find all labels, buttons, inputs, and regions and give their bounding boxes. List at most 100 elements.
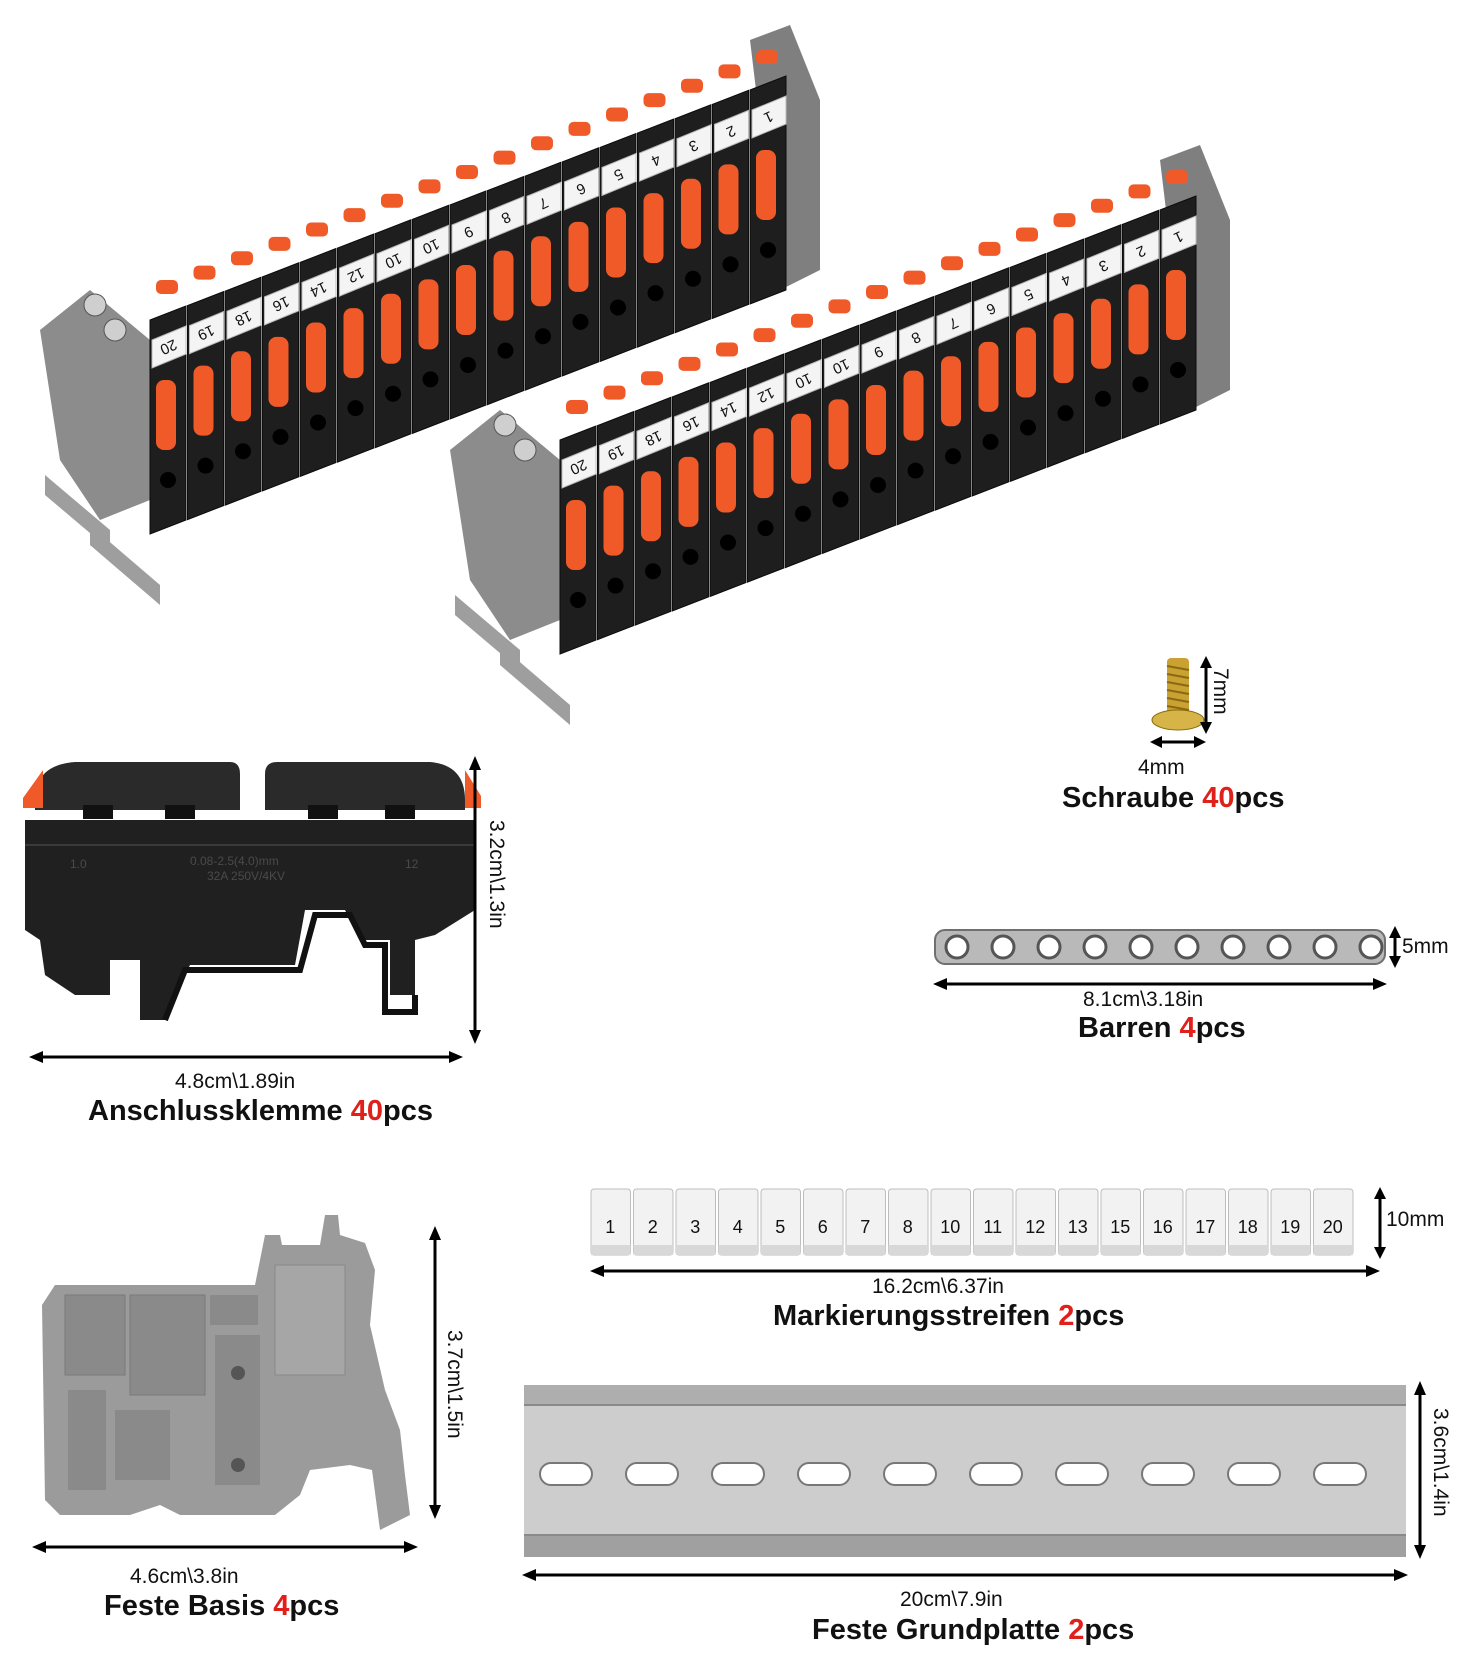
assembly-label: 7	[526, 181, 562, 225]
assembly-label: 19	[189, 310, 224, 355]
assembly-label: 18	[226, 296, 262, 340]
bar-name: Barren	[1078, 1012, 1180, 1044]
end-bracket-image	[32, 1215, 441, 1553]
marker-cell-label: 20	[1323, 1217, 1343, 1237]
svg-text:12: 12	[345, 264, 367, 286]
marker-cell-label: 2	[648, 1217, 658, 1237]
assembly-label: 4	[1049, 258, 1084, 302]
screw-width-label: 4mm	[1138, 756, 1185, 779]
assembly-label: 19	[599, 430, 634, 475]
terminal-mark-right: 12	[405, 857, 419, 871]
assembly-label: 3	[1086, 244, 1122, 288]
svg-text:16: 16	[680, 412, 702, 434]
bar-hole	[944, 934, 970, 960]
screw-name: Schraube	[1062, 782, 1203, 814]
rail-slot	[1227, 1462, 1281, 1486]
terminal-caption: Anschlussklemme 40pcs	[88, 1095, 433, 1128]
svg-text:14: 14	[307, 278, 329, 300]
assembly-label: 10	[786, 359, 822, 403]
assembly-label: 20	[151, 325, 187, 369]
din-rail-height-label: 3.6cm\1.4in	[1429, 1408, 1452, 1517]
assembly-label: 6	[974, 287, 1009, 331]
assembly-label: 7	[936, 301, 972, 345]
terminal-side-image: 1.0 12 0.08-2.5(4.0)mm 32A 250V/4KV	[23, 756, 481, 1063]
assembly-label: 8	[489, 195, 524, 240]
terminal-mark-left: 1.0	[70, 857, 87, 871]
bar-hole	[990, 934, 1016, 960]
terminal-width-label: 4.8cm\1.89in	[175, 1070, 296, 1093]
marker-cell-label: 7	[860, 1217, 870, 1237]
assembly-label: 16	[674, 402, 709, 446]
end-bracket-width-label: 4.6cm\3.8in	[130, 1565, 239, 1588]
marker-cell-label: 16	[1153, 1217, 1173, 1237]
terminal-spec-2: 32A 250V/4KV	[207, 869, 285, 883]
assembly-label: 10	[414, 224, 449, 269]
bar-hole	[1358, 934, 1384, 960]
assembly-label: 8	[899, 315, 934, 360]
svg-text:19: 19	[195, 321, 217, 343]
end-bracket-height-label: 3.7cm\1.5in	[443, 1330, 466, 1439]
screw-unit: pcs	[1234, 782, 1285, 814]
assembly-label: 4	[639, 138, 674, 182]
svg-text:10: 10	[830, 355, 852, 377]
rail-slot	[969, 1462, 1023, 1486]
rail-slot	[539, 1462, 593, 1486]
marker-cell-label: 13	[1068, 1217, 1088, 1237]
bar-hole	[1312, 934, 1338, 960]
marker-strip-caption: Markierungsstreifen 2pcs	[773, 1300, 1124, 1333]
screw-height-label: 7mm	[1209, 668, 1232, 715]
svg-text:12: 12	[755, 384, 777, 406]
din-rail-image	[522, 1381, 1426, 1581]
bar-caption: Barren 4pcs	[1078, 1012, 1246, 1045]
rail-slot	[797, 1462, 851, 1486]
rail-slot	[711, 1462, 765, 1486]
assembly-label: 2	[1124, 229, 1159, 274]
marker-cell-label: 18	[1238, 1217, 1258, 1237]
assembly-label: 12	[749, 373, 784, 417]
marker-strip-unit: pcs	[1074, 1300, 1125, 1332]
bar-hole	[1036, 934, 1062, 960]
assembly-label: 1	[1161, 215, 1197, 259]
terminal-height-label: 3.2cm\1.3in	[485, 820, 508, 929]
rail-slot	[625, 1462, 679, 1486]
bar-unit: pcs	[1195, 1012, 1246, 1044]
bar-height-label: 5mm	[1402, 935, 1449, 958]
marker-cell-label: 6	[818, 1217, 828, 1237]
rail-slot	[883, 1462, 937, 1486]
marker-cell-label: 5	[775, 1217, 785, 1237]
rail-slot	[1141, 1462, 1195, 1486]
marker-cell-label: 1	[605, 1217, 615, 1237]
assembly-label: 6	[564, 167, 599, 211]
bar-hole	[1082, 934, 1108, 960]
marker-strip-qty: 2	[1058, 1300, 1075, 1332]
marker-strip-name: Markierungsstreifen	[773, 1300, 1059, 1332]
bar-width-label: 8.1cm\3.18in	[1083, 988, 1204, 1011]
bar-hole	[1266, 934, 1292, 960]
marker-cell-label: 4	[733, 1217, 743, 1237]
svg-text:10: 10	[420, 235, 442, 257]
end-bracket-unit: pcs	[289, 1590, 340, 1622]
assembly-label: 10	[376, 239, 412, 283]
end-bracket-name: Feste Basis	[104, 1590, 274, 1622]
end-bracket-qty: 4	[273, 1590, 290, 1622]
marker-cell-label: 19	[1280, 1217, 1300, 1237]
assembly-label: 1	[751, 95, 787, 139]
marker-cell-label: 15	[1110, 1217, 1130, 1237]
rail-slot	[1313, 1462, 1367, 1486]
terminal-unit: pcs	[383, 1095, 433, 1127]
rail-slot	[1055, 1462, 1109, 1486]
bar-hole	[1174, 934, 1200, 960]
marker-cell-label: 17	[1195, 1217, 1215, 1237]
bar-hole	[1220, 934, 1246, 960]
assembly-label: 5	[601, 152, 637, 197]
end-bracket-caption: Feste Basis 4pcs	[104, 1590, 339, 1623]
assembly-label: 5	[1011, 272, 1047, 317]
marker-strip-width-label: 16.2cm\6.37in	[872, 1275, 1004, 1298]
svg-text:10: 10	[382, 249, 404, 271]
assembly-label: 9	[451, 210, 487, 254]
marker-cell-label: 3	[690, 1217, 700, 1237]
din-rail-caption: Feste Grundplatte 2pcs	[812, 1614, 1134, 1647]
assembly-label: 18	[636, 416, 672, 460]
